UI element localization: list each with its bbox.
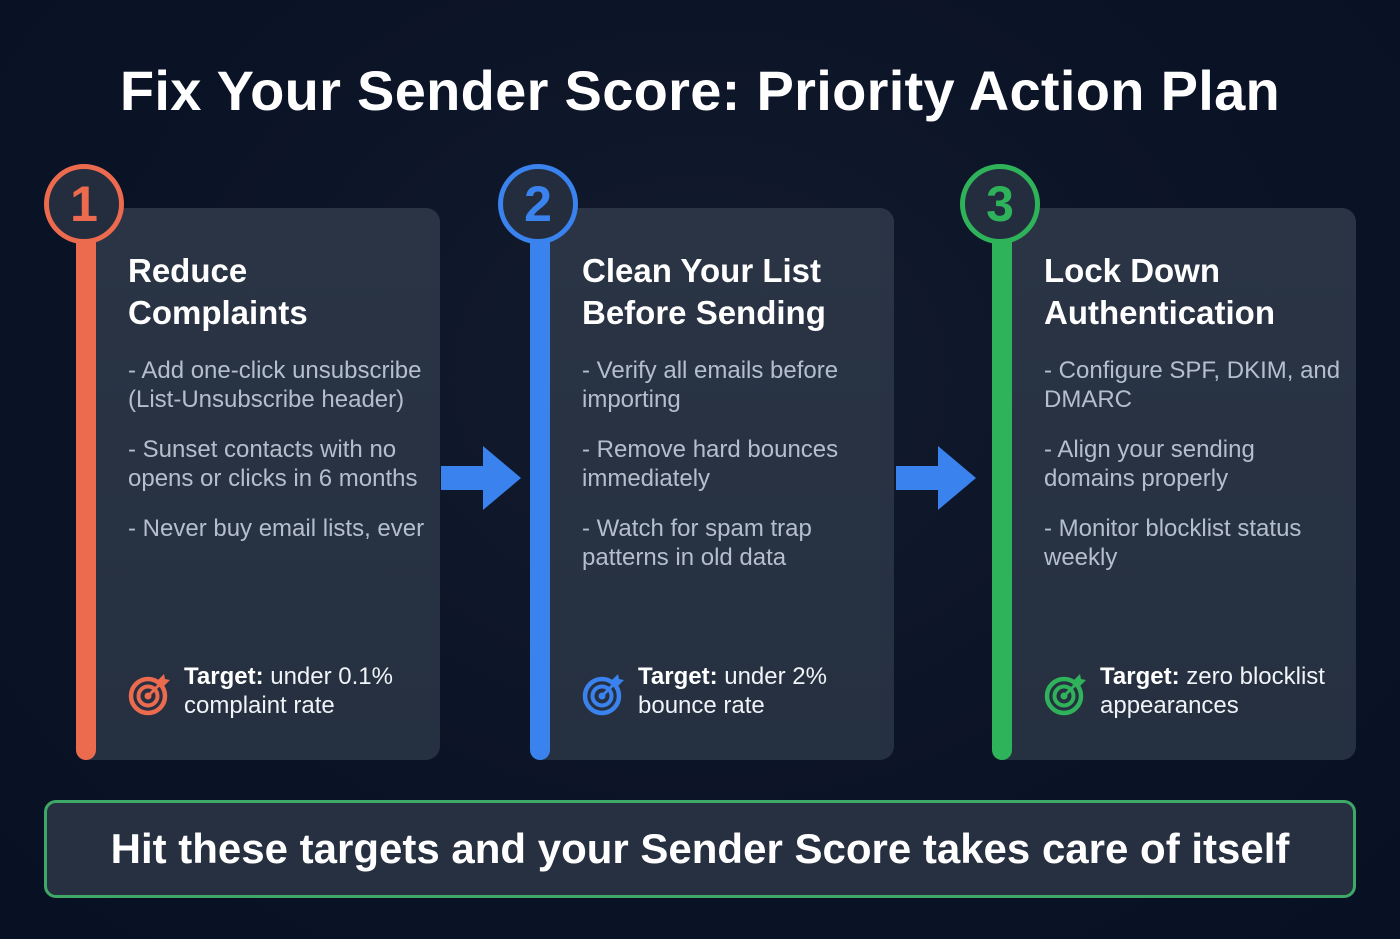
target-callout: Target: under 0.1% complaint rate	[128, 662, 428, 720]
step-rail-1	[76, 240, 96, 760]
summary-banner: Hit these targets and your Sender Score …	[44, 800, 1356, 898]
bullet-item: - Configure SPF, DKIM, and DMARC	[1044, 357, 1341, 413]
target-icon	[128, 674, 170, 716]
bullet-list: - Add one-click unsubscribe (List-Unsubs…	[128, 356, 428, 564]
bullet-list: - Verify all emails before importing - R…	[582, 356, 882, 593]
step-number-badge-1: 1	[44, 164, 124, 244]
step-title: Reduce Complaints	[128, 252, 308, 331]
bullet-item: - Monitor blocklist status weekly	[1044, 515, 1302, 571]
step-number-badge-2: 2	[498, 164, 578, 244]
step-rail-2	[530, 240, 550, 760]
target-value: under 2% bounce rate	[638, 663, 827, 719]
target-value: zero blocklist appearances	[1100, 663, 1325, 719]
bullet-item: - Add one-click unsubscribe (List-Unsubs…	[128, 357, 422, 413]
bullet-item: - Verify all emails before importing	[582, 357, 839, 413]
bullet-item: - Never buy email lists, ever	[128, 515, 425, 542]
target-icon	[582, 674, 624, 716]
target-text: Target: under 2% bounce rate	[638, 662, 882, 720]
step-title: Clean Your List Before Sending	[582, 252, 826, 331]
target-text: Target: zero blocklist appearances	[1100, 662, 1344, 720]
target-value: under 0.1% complaint rate	[184, 663, 393, 719]
page-title: Fix Your Sender Score: Priority Action P…	[119, 59, 1281, 122]
bullet-list: - Configure SPF, DKIM, and DMARC - Align…	[1044, 356, 1344, 593]
bullet-item: - Sunset contacts with no opens or click…	[128, 436, 418, 492]
target-icon	[1044, 674, 1086, 716]
bullet-item: - Watch for spam trap patterns in old da…	[582, 515, 812, 571]
arrow-right-icon	[896, 446, 976, 510]
step-card-3: Lock Down Authentication - Configure SPF…	[992, 208, 1356, 760]
arrow-right-icon	[441, 446, 521, 510]
target-label: Target:	[638, 663, 718, 690]
step-card-1: Reduce Complaints - Add one-click unsubs…	[76, 208, 440, 760]
bullet-item: - Align your sending domains properly	[1044, 436, 1255, 492]
target-callout: Target: zero blocklist appearances	[1044, 662, 1344, 720]
target-callout: Target: under 2% bounce rate	[582, 662, 882, 720]
target-label: Target:	[184, 663, 264, 690]
target-text: Target: under 0.1% complaint rate	[184, 662, 428, 720]
bullet-item: - Remove hard bounces immediately	[582, 436, 839, 492]
step-card-2: Clean Your List Before Sending - Verify …	[530, 208, 894, 760]
step-rail-3	[992, 240, 1012, 760]
step-number-badge-3: 3	[960, 164, 1040, 244]
step-title: Lock Down Authentication	[1044, 252, 1275, 331]
target-label: Target:	[1100, 663, 1180, 690]
